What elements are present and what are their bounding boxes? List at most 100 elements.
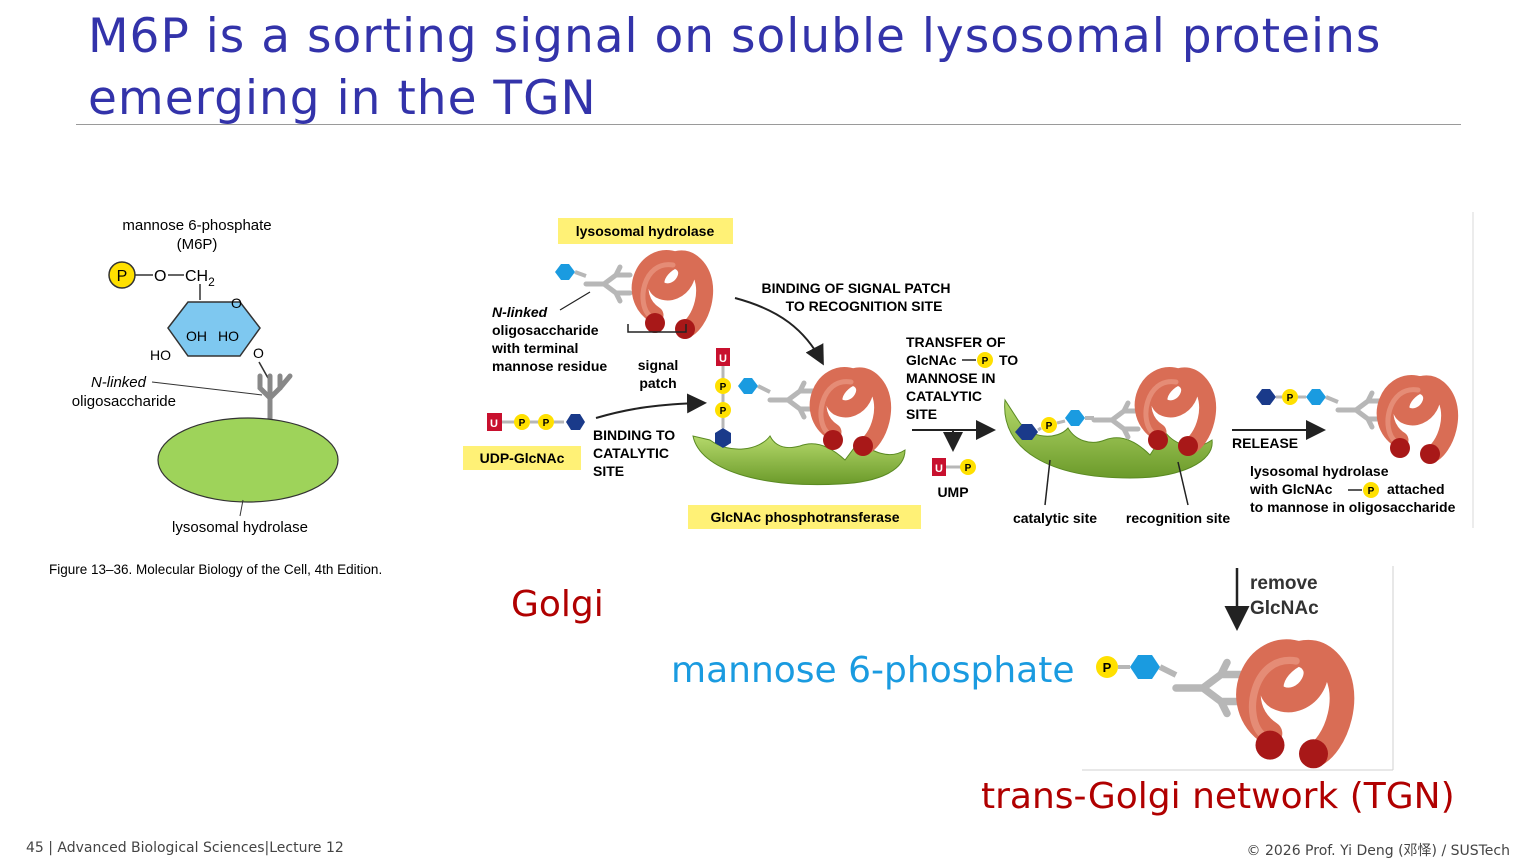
mannose-hexagon-icon: [1065, 410, 1085, 426]
lysosomal-hydrolase-icon: [1248, 652, 1341, 769]
leader-line: [559, 291, 591, 311]
nlinked-label: N-linked: [91, 374, 147, 391]
glcnac-hexagon-icon: [1015, 424, 1038, 440]
phosphate-icon: [977, 352, 993, 368]
ump-label: UMP: [937, 484, 968, 500]
svg-text:P: P: [519, 418, 526, 429]
binding-catalytic-label: BINDING TO: [593, 427, 675, 443]
release-label: RELEASE: [1232, 435, 1298, 451]
binding-catalytic-label: SITE: [593, 463, 624, 479]
figure-caption: Figure 13–36. Molecular Biology of the C…: [49, 562, 382, 577]
o-link: O: [253, 345, 264, 361]
transfer-label: SITE: [906, 406, 937, 422]
oligosaccharide-fork-icon: [1094, 403, 1138, 437]
bond-line: [1037, 426, 1042, 432]
nlinked-label: mannose residue: [492, 358, 607, 374]
lysosomal-hydrolase-icon: [1385, 384, 1449, 464]
remove-glcnac-label: GlcNAc: [1250, 598, 1319, 619]
leader-line: [1177, 461, 1189, 506]
signal-patch-label: patch: [639, 375, 676, 391]
remove-glcnac-label: remove: [1250, 573, 1318, 594]
transfer-label: MANNOSE IN: [906, 370, 995, 386]
lysosomal-hydrolase-icon: [818, 376, 882, 456]
mannose-ring-hexagon: [167, 301, 261, 357]
ch2-group: CH2: [185, 268, 215, 289]
footer-copyright: © 2026 Prof. Yi Deng (邓怿) / SUSTech: [1246, 843, 1510, 859]
phosphate-icon-label: P: [982, 356, 989, 367]
oligosaccharide-fork-icon: [1172, 658, 1246, 718]
svg-text:P: P: [720, 382, 727, 393]
o-atom: O: [154, 268, 166, 285]
nlinked-label: oligosaccharide: [492, 322, 599, 338]
ump-icon: U P: [932, 458, 976, 476]
bond-line: [757, 384, 771, 394]
ring-o: O: [231, 295, 242, 311]
title-divider: [76, 124, 1461, 125]
svg-text:U: U: [719, 353, 727, 365]
recognition-site-label: recognition site: [1126, 510, 1230, 526]
oligosaccharide-fork-icon: [257, 373, 293, 423]
arrow: [734, 297, 824, 366]
svg-text:U: U: [490, 418, 498, 430]
release-description: lysosomal hydrolase: [1250, 463, 1389, 479]
phosphate-icon-label: P: [1287, 393, 1294, 404]
phosphate-icon-label: P: [1103, 660, 1112, 675]
nlinked-label: with terminal: [491, 340, 578, 356]
udp-glcnac-box-label: UDP-GlcNAc: [480, 450, 565, 466]
mannose-hexagon-icon: [1306, 389, 1326, 405]
leader-line: [151, 381, 263, 396]
svg-text:P: P: [965, 463, 972, 474]
bond-line: [1158, 664, 1178, 678]
release-description: with GlcNAc: [1249, 481, 1333, 497]
phosphate-icon-label: P: [1046, 421, 1053, 432]
oligosaccharide-fork-icon: [1338, 393, 1382, 427]
glcnac-phosphotransferase-icon: [1004, 398, 1213, 479]
lysosomal-hydrolase-icon: [640, 259, 704, 339]
phosphate-icon: [1096, 656, 1118, 678]
mannose-label: mannose 6-phosphate: [122, 217, 271, 234]
nlinked-label: N-linked: [492, 304, 548, 320]
release-description: attached: [1387, 481, 1445, 497]
signal-patch-label: signal: [638, 357, 678, 373]
lysosomal-hydrolase-box-label: lysosomal hydrolase: [576, 223, 715, 239]
phosphate-icon-label: P: [1368, 486, 1375, 497]
phosphate-icon: [1282, 389, 1298, 405]
transfer-label: GlcNAc: [906, 352, 957, 368]
glcnac-phosphotransferase-label: GlcNAc phosphotransferase: [710, 509, 899, 525]
m6p-annotation: mannose 6-phosphate: [671, 650, 1075, 691]
catalytic-site-label: catalytic site: [1013, 510, 1097, 526]
phosphate-icon: P: [108, 261, 136, 289]
mannose-hexagon-icon: [1130, 655, 1160, 679]
bond-line: [258, 361, 269, 379]
signal-patch-bracket: [627, 324, 687, 333]
binding-catalytic-label: CATALYTIC: [593, 445, 669, 461]
oligosaccharide-fork-icon: [586, 267, 630, 301]
oligosaccharide-fork-icon: [770, 383, 814, 417]
udp-glcnac-icon: U P P: [487, 413, 585, 431]
svg-text:U: U: [935, 463, 943, 475]
svg-text:P: P: [720, 406, 727, 417]
ho-outer: HO: [150, 347, 171, 363]
bond-line: [1056, 419, 1066, 425]
udp-glcnac-bound-icon: U P P: [715, 348, 731, 448]
arrow: [595, 393, 707, 419]
glcnac-phosphotransferase-box: [688, 505, 921, 529]
tgn-annotation: trans-Golgi network (TGN): [981, 776, 1455, 817]
leader-line: [1044, 459, 1051, 506]
svg-text:P: P: [543, 418, 550, 429]
svg-text:P: P: [117, 268, 128, 285]
hydrolase-label: lysosomal hydrolase: [172, 519, 308, 536]
binding-signal-label: BINDING OF SIGNAL PATCH: [762, 280, 951, 296]
leader-line: [239, 499, 244, 517]
transfer-label: TO: [999, 352, 1018, 368]
lysosomal-hydrolase-box: [558, 218, 733, 244]
transfer-label: TRANSFER OF: [906, 334, 1006, 350]
m6p-abbr: (M6P): [177, 236, 218, 253]
mannose-hexagon-icon: [555, 264, 575, 280]
udp-glcnac-box: [463, 446, 581, 470]
slide-title: M6P is a sorting signal on soluble lysos…: [88, 9, 1382, 126]
ho-inner: HO: [218, 328, 239, 344]
bond-line: [1325, 395, 1339, 404]
mannose-hexagon-icon: [738, 378, 758, 394]
